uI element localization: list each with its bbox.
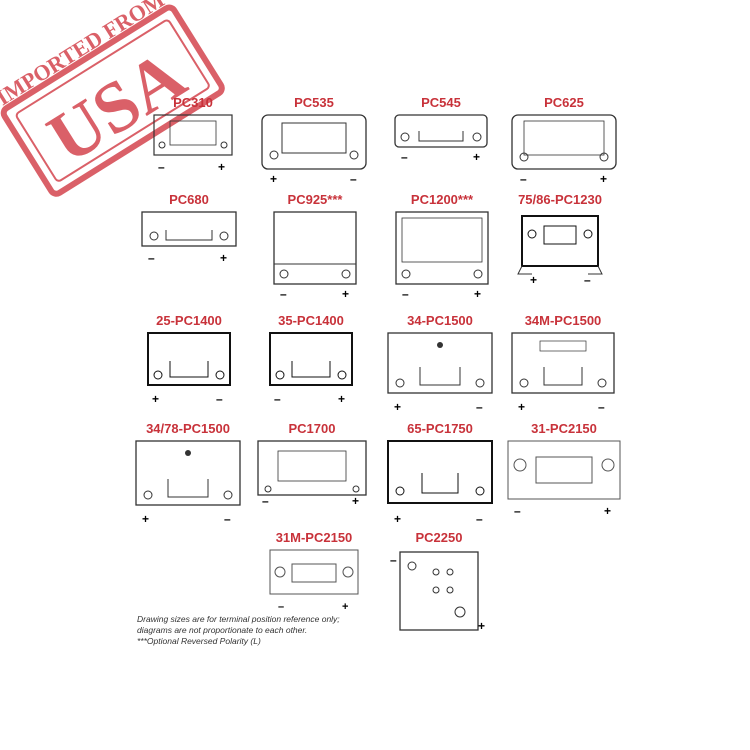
svg-text:–: – [278,601,284,613]
battery-model-label: PC545 [421,95,461,110]
battery-model-label: 25-PC1400 [156,313,222,328]
footnote-line-1: Drawing sizes are for terminal position … [137,614,340,624]
svg-text:+: + [394,512,401,526]
svg-text:+: + [152,392,159,406]
battery-model-label: 34M-PC1500 [524,313,602,328]
svg-text:–: – [274,392,281,406]
svg-text:–: – [350,172,357,186]
svg-text:+: + [352,494,359,508]
battery-diagram: + – [135,440,241,526]
battery-diagram: + – [511,332,615,414]
svg-text:+: + [270,172,277,186]
battery-diagram: – + [507,440,621,518]
svg-text:–: – [476,400,483,414]
battery-model-label: PC1200*** [410,192,474,207]
svg-text:–: – [598,400,605,414]
svg-text:–: – [520,172,527,186]
battery-model-label: 31M-PC2150 [275,530,353,545]
svg-text:+: + [394,400,401,414]
svg-text:–: – [402,287,409,301]
battery-diagram: – + [511,114,617,186]
svg-text:+: + [338,392,345,406]
svg-text:–: – [584,273,591,287]
svg-text:–: – [390,553,397,567]
battery-diagram: – + [395,211,489,301]
battery-model-label: PC925*** [287,192,343,207]
battery-diagram: + – [387,440,493,526]
battery-diagram: – + [269,332,353,406]
battery-model-label: PC625 [544,95,584,110]
battery-model-label: PC1700 [288,421,336,436]
battery-diagram: – + [269,549,359,613]
svg-text:–: – [514,504,521,518]
battery-diagram: + – [387,332,493,414]
battery-diagram: – + [273,211,357,301]
battery-model-label: PC2250 [415,530,463,545]
svg-text:–: – [262,494,269,508]
battery-diagram: + – [261,114,367,186]
svg-text:–: – [216,392,223,406]
svg-text:–: – [476,512,483,526]
battery-model-label: PC535 [294,95,334,110]
battery-model-label: 31-PC2150 [531,421,597,436]
svg-text:+: + [142,512,149,526]
battery-diagram: + – [147,332,231,406]
svg-text:+: + [518,400,525,414]
battery-diagram: + – [517,215,603,287]
battery-diagram: – + [257,440,367,508]
battery-diagram: – + [394,114,488,164]
battery-diagram: – + [153,114,233,174]
svg-text:–: – [158,160,165,174]
svg-text:+: + [600,172,607,186]
battery-model-label: 34/78-PC1500 [146,421,230,436]
battery-model-label: 35-PC1400 [278,313,344,328]
svg-text:+: + [604,504,611,518]
svg-text:+: + [478,619,485,633]
footnote: Drawing sizes are for terminal position … [137,614,340,647]
svg-text:–: – [280,287,287,301]
battery-diagram: – + [390,551,485,633]
svg-text:+: + [342,287,349,301]
battery-model-label: PC310 [173,95,213,110]
battery-model-label: 65-PC1750 [407,421,473,436]
svg-text:–: – [401,150,408,164]
svg-text:+: + [218,160,225,174]
svg-text:–: – [224,512,231,526]
battery-diagram: – + [141,211,237,265]
battery-model-label: PC680 [169,192,209,207]
svg-text:–: – [148,251,155,265]
battery-model-label: 75/86-PC1230 [518,192,602,207]
svg-text:+: + [220,251,227,265]
footnote-line-3: ***Optional Reversed Polarity (L) [137,636,261,646]
svg-text:+: + [473,150,480,164]
battery-model-label: 34-PC1500 [407,313,473,328]
footnote-line-2: diagrams are not proportionate to each o… [137,625,308,635]
svg-text:+: + [474,287,481,301]
svg-text:+: + [530,273,537,287]
svg-text:+: + [342,601,348,613]
